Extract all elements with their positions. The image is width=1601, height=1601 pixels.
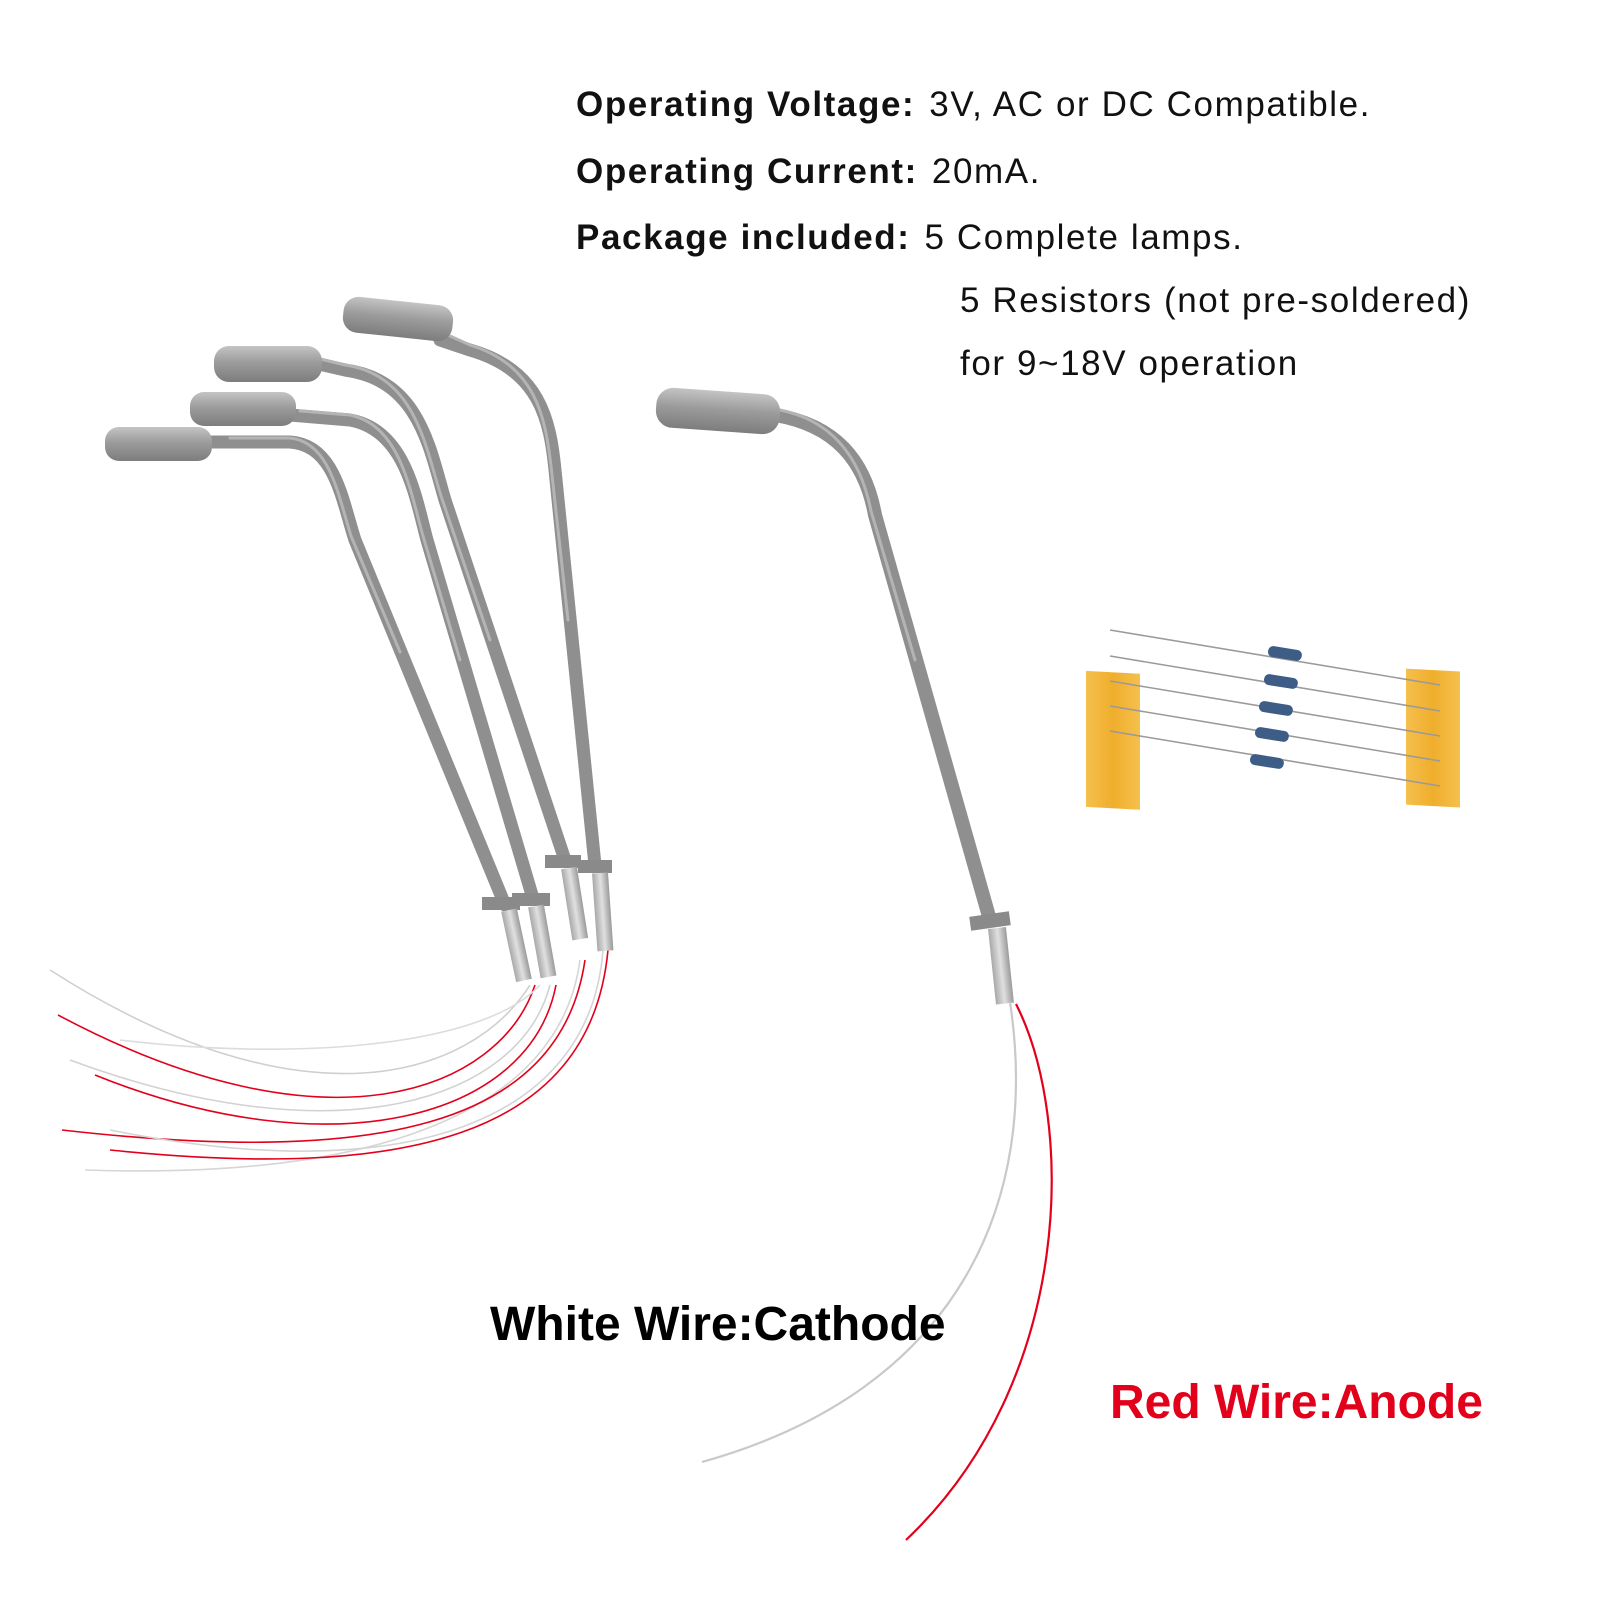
street-lamp-5 (655, 387, 1053, 1541)
lamp-pole (308, 356, 572, 867)
white-wire (49, 969, 531, 1075)
lamp-pole-highlight (318, 357, 492, 642)
lamp-head (105, 427, 212, 461)
spec-package-label: Package included: (576, 218, 911, 257)
spec-package: Package included: 5 Complete lamps. (576, 218, 1244, 258)
spec-voltage-value: 3V, AC or DC Compatible. (929, 85, 1372, 124)
white-wire (701, 1001, 1017, 1464)
white-wire (84, 959, 581, 1172)
resistor-strip (1086, 629, 1460, 810)
street-lamp-4 (342, 296, 614, 952)
red-wire (905, 1003, 1053, 1541)
spec-current-label: Operating Current: (576, 152, 918, 191)
lamp-pole-collar (969, 911, 1011, 931)
lamp-base-sleeve (501, 908, 532, 983)
lamp-base-sleeve (561, 866, 589, 941)
spec-package-line-1: 5 Complete lamps. (924, 218, 1244, 257)
resistor (1109, 629, 1441, 686)
lamp-pole-highlight (778, 408, 917, 662)
lamp-pole (283, 408, 539, 902)
resistor-body (1258, 701, 1293, 716)
red-wire (109, 949, 609, 1160)
lamp-head (655, 387, 781, 435)
resistor-tape-left (1086, 670, 1140, 810)
lamp-base-sleeve (988, 927, 1014, 1005)
red-wire (57, 984, 536, 1099)
white-wire-label: White Wire:Cathode (490, 1298, 946, 1351)
lamp-head (342, 296, 454, 342)
red-wire-label: Red Wire:Anode (1110, 1376, 1483, 1429)
lamp-pole-collar (482, 897, 520, 910)
lamp-pole (433, 333, 602, 872)
resistor-body (1263, 674, 1298, 689)
lamp-pole-highlight (228, 436, 402, 654)
resistor (1109, 655, 1441, 712)
red-wire (61, 959, 586, 1144)
street-lamp-3 (214, 346, 589, 941)
lamp-pole-collar (545, 855, 581, 868)
white-wire (119, 984, 541, 1050)
lamp-pole-highlight (298, 409, 462, 662)
white-wire (69, 984, 551, 1112)
lamp-base-sleeve (528, 904, 557, 979)
red-wire (94, 984, 557, 1125)
lamp-pole-collar (512, 893, 550, 906)
spec-package-line-3: for 9~18V operation (960, 344, 1299, 383)
left-lamp-wires (49, 949, 609, 1172)
resistor-body (1267, 646, 1302, 661)
lamp-head (214, 346, 322, 382)
resistor-body (1254, 727, 1289, 742)
spec-current: Operating Current: 20mA. (576, 152, 1041, 192)
street-lamp-2 (190, 392, 557, 979)
lamp-pole (768, 408, 997, 927)
lamp-pole-collar (578, 860, 612, 873)
resistor (1109, 730, 1441, 787)
lamp-pole (198, 435, 512, 912)
resistor-tape-right (1406, 668, 1460, 808)
resistor (1109, 680, 1441, 737)
spec-package-line-2: 5 Resistors (not pre-soldered) (960, 281, 1471, 320)
lamp-base-sleeve (592, 872, 614, 952)
spec-voltage: Operating Voltage: 3V, AC or DC Compatibl… (576, 85, 1371, 125)
spec-voltage-label: Operating Voltage: (576, 85, 916, 124)
street-lamp-1 (105, 427, 532, 983)
white-wire (109, 949, 604, 1152)
resistor-body (1249, 754, 1284, 769)
spec-current-value: 20mA. (931, 152, 1042, 191)
lamp-head (190, 392, 296, 426)
resistor (1109, 705, 1441, 762)
lamp-pole-highlight (448, 334, 570, 622)
